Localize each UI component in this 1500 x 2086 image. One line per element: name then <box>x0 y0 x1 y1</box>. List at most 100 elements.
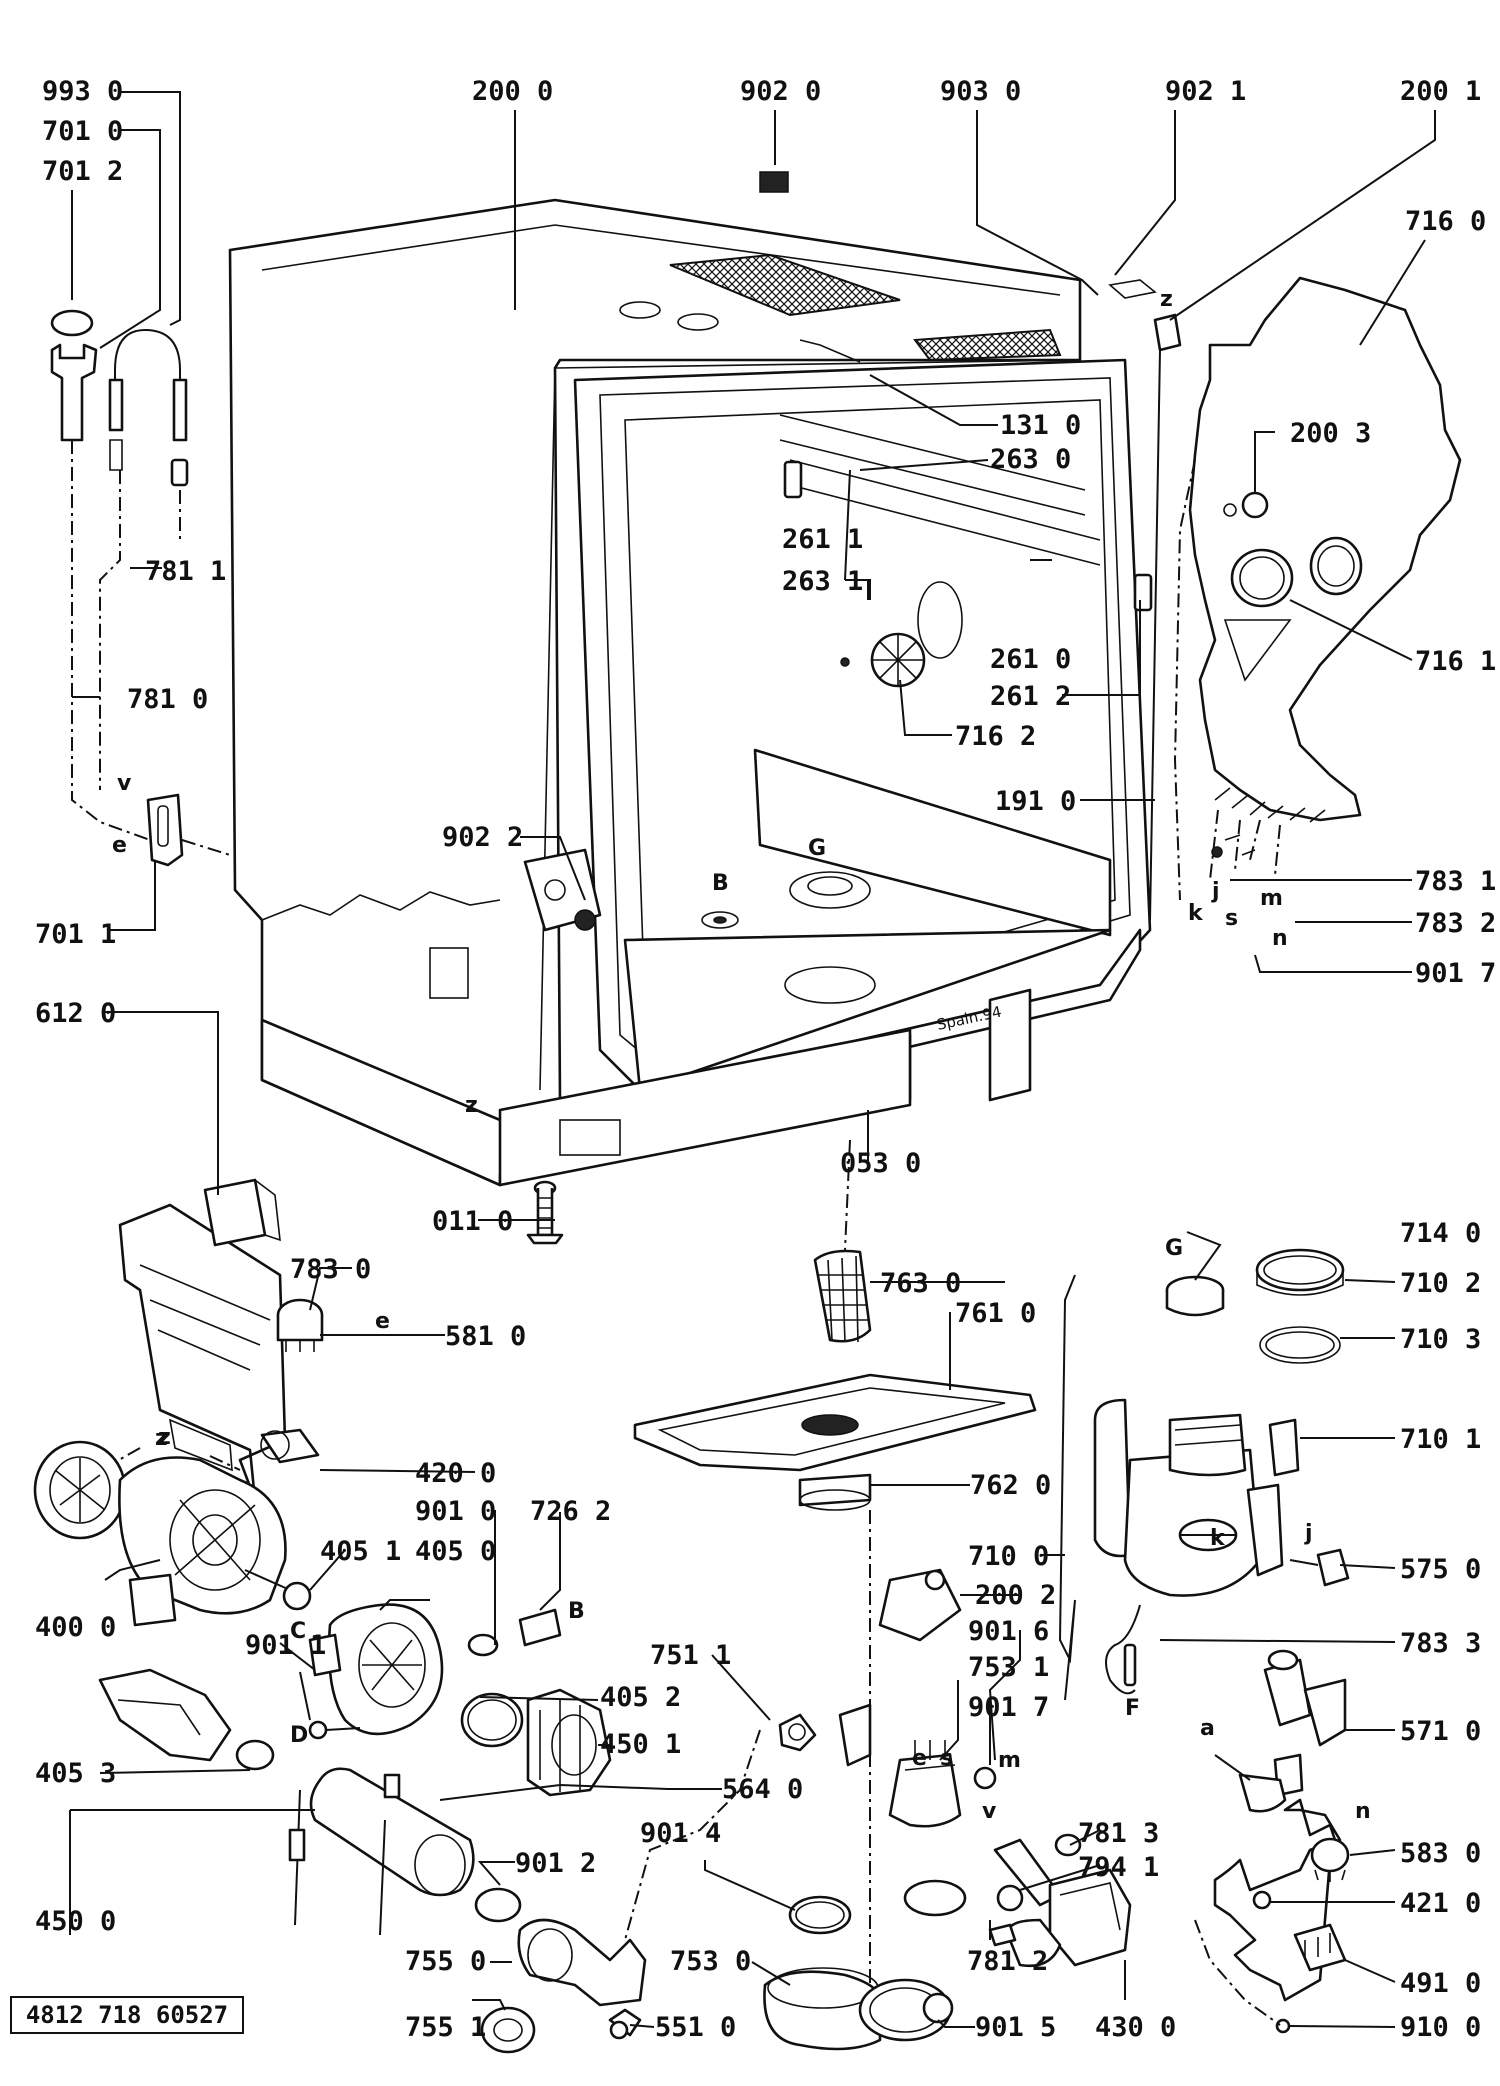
connection-letter: m <box>998 1748 1021 1773</box>
connection-letter: a <box>1200 1716 1215 1741</box>
part-label[interactable]: 902 2 <box>442 822 523 853</box>
part-label[interactable]: 714 0 <box>1400 1218 1481 1249</box>
part-label[interactable]: 901 6 <box>968 1616 1049 1647</box>
part-label[interactable]: 405 0 <box>415 1536 496 1567</box>
part-label[interactable]: 261 2 <box>990 681 1071 712</box>
part-label[interactable]: 903 0 <box>940 76 1021 107</box>
part-label[interactable]: 011 0 <box>432 1206 513 1237</box>
part-label[interactable]: 781 2 <box>967 1946 1048 1977</box>
part-label[interactable]: 710 2 <box>1400 1268 1481 1299</box>
part-label[interactable]: 783 1 <box>1415 866 1496 897</box>
part-label[interactable]: 901 2 <box>515 1848 596 1879</box>
part-label[interactable]: 794 1 <box>1078 1852 1159 1883</box>
part-label[interactable]: 450 0 <box>35 1906 116 1937</box>
letter-z-bracket: z <box>158 1425 171 1450</box>
part-label[interactable]: 762 0 <box>970 1470 1051 1501</box>
leader-lines <box>69 91 1436 2028</box>
part-number-labels: 993 0 701 0 701 2 781 1 781 0 701 1 200 … <box>35 76 1496 2043</box>
connection-letter: G <box>1165 1236 1183 1261</box>
part-label[interactable]: 901 1 <box>245 1630 326 1661</box>
part-label[interactable]: 430 0 <box>1095 2012 1176 2043</box>
connection-letter: z <box>465 1093 478 1118</box>
part-label[interactable]: 421 0 <box>1400 1888 1481 1919</box>
part-label[interactable]: 781 0 <box>127 684 208 715</box>
connection-letter: k <box>1188 901 1204 926</box>
part-label[interactable]: 581 0 <box>445 1321 526 1352</box>
part-label[interactable]: 420 0 <box>415 1458 496 1489</box>
part-label[interactable]: 571 0 <box>1400 1716 1481 1747</box>
part-label[interactable]: 400 0 <box>35 1612 116 1643</box>
part-label[interactable]: 753 1 <box>968 1652 1049 1683</box>
part-label[interactable]: 902 0 <box>740 76 821 107</box>
side-insulation-panel <box>1149 276 1462 921</box>
connection-letter: C <box>290 1619 306 1644</box>
part-label[interactable]: 191 0 <box>995 786 1076 817</box>
motor-pump-assembly <box>33 1440 647 2054</box>
part-label[interactable]: 405 2 <box>600 1682 681 1713</box>
part-label[interactable]: 755 0 <box>405 1946 486 1977</box>
part-label[interactable]: 701 0 <box>42 116 123 147</box>
part-label[interactable]: 200 3 <box>1290 418 1371 449</box>
part-label[interactable]: 716 1 <box>1415 646 1496 677</box>
part-label[interactable]: 200 1 <box>1400 76 1481 107</box>
part-label[interactable]: 753 0 <box>670 1946 751 1977</box>
connection-letter: e <box>912 1746 927 1771</box>
tub-cabinet: z <box>228 171 1182 1187</box>
part-label[interactable]: 450 1 <box>600 1729 681 1760</box>
part-label[interactable]: 551 0 <box>655 2012 736 2043</box>
part-label[interactable]: 993 0 <box>42 76 123 107</box>
part-label[interactable]: 701 1 <box>35 919 116 950</box>
part-label[interactable]: 263 0 <box>990 444 1071 475</box>
connection-letter: D <box>290 1723 308 1748</box>
part-label[interactable]: 710 3 <box>1400 1324 1481 1355</box>
connection-letter: m <box>1260 886 1283 911</box>
part-label[interactable]: 405 1 <box>320 1536 401 1567</box>
part-label[interactable]: 901 0 <box>415 1496 496 1527</box>
connection-letter: B <box>712 871 729 896</box>
part-label[interactable]: 405 3 <box>35 1758 116 1789</box>
water-softener-assembly <box>1058 1248 1350 2034</box>
part-label[interactable]: 763 0 <box>880 1268 961 1299</box>
part-label[interactable]: 261 0 <box>990 644 1071 675</box>
part-label[interactable]: 901 5 <box>975 2012 1056 2043</box>
part-label[interactable]: 901 7 <box>968 1692 1049 1723</box>
connection-letter: B <box>568 1599 585 1624</box>
part-label[interactable]: 751 1 <box>650 1640 731 1671</box>
part-label[interactable]: 761 0 <box>955 1298 1036 1329</box>
part-label[interactable]: 701 2 <box>42 156 123 187</box>
part-label[interactable]: 131 0 <box>1000 410 1081 441</box>
part-label[interactable]: 781 3 <box>1078 1818 1159 1849</box>
connection-letter: v <box>117 771 132 796</box>
part-label[interactable]: 200 0 <box>472 76 553 107</box>
part-label[interactable]: 263 1 <box>782 566 863 597</box>
part-label[interactable]: 200 2 <box>975 1580 1056 1611</box>
part-label[interactable]: 261 1 <box>782 524 863 555</box>
part-label[interactable]: 910 0 <box>1400 2012 1481 2043</box>
part-label[interactable]: 901 7 <box>1415 958 1496 989</box>
part-label[interactable]: 781 1 <box>145 556 226 587</box>
connection-letter: e <box>375 1309 390 1334</box>
connection-letter: v <box>982 1799 997 1824</box>
part-label[interactable]: 901 4 <box>640 1818 721 1849</box>
part-label[interactable]: 716 0 <box>1405 206 1486 237</box>
part-label[interactable]: 726 2 <box>530 1496 611 1527</box>
part-label[interactable]: 710 1 <box>1400 1424 1481 1455</box>
part-label[interactable]: 783 2 <box>1415 908 1496 939</box>
part-label[interactable]: 583 0 <box>1400 1838 1481 1869</box>
part-label[interactable]: 053 0 <box>840 1148 921 1179</box>
part-label[interactable]: 783 0 <box>290 1254 371 1285</box>
part-label[interactable]: 575 0 <box>1400 1554 1481 1585</box>
part-label[interactable]: 564 0 <box>722 1774 803 1805</box>
part-label[interactable]: 716 2 <box>955 721 1036 752</box>
connection-letter: e <box>112 833 127 858</box>
part-label[interactable]: 902 1 <box>1165 76 1246 107</box>
part-label[interactable]: 612 0 <box>35 998 116 1029</box>
connection-letter: z <box>155 1426 168 1451</box>
part-label[interactable]: 783 3 <box>1400 1628 1481 1659</box>
part-label[interactable]: 491 0 <box>1400 1968 1481 1999</box>
part-label[interactable]: 755 1 <box>405 2012 486 2043</box>
document-number: 4812 718 60527 <box>10 1996 244 2034</box>
part-label[interactable]: 710 0 <box>968 1541 1049 1572</box>
connection-letter: s <box>1225 906 1238 931</box>
